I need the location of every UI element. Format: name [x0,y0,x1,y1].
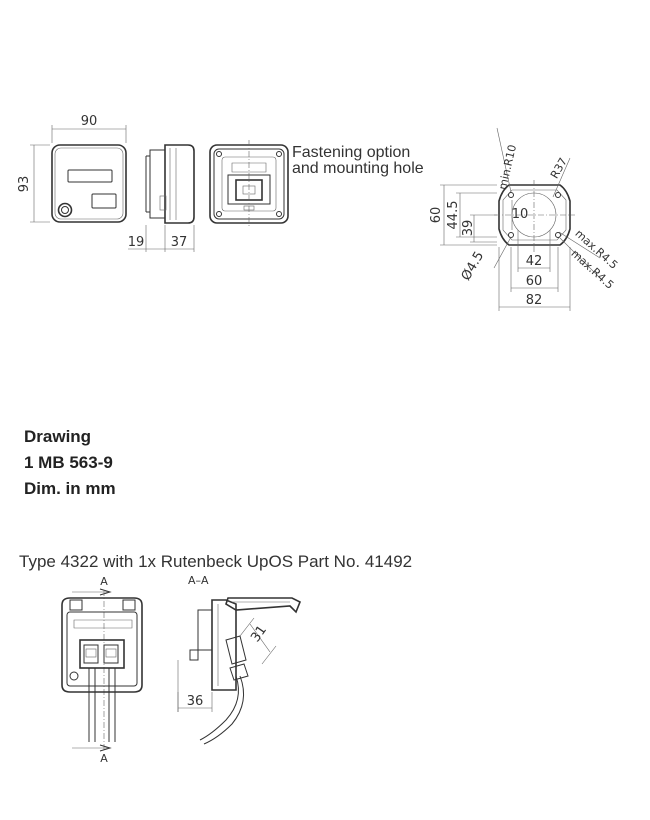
caption-line-units: Dim. in mm [24,479,116,498]
dim-60-horizontal: 60 [526,274,543,289]
dim-39: 39 [461,220,476,237]
drawing-caption: Drawing 1 MB 563-9 Dim. in mm [24,424,116,502]
dim-min-r10: min.R10 [496,143,519,191]
dim-42: 42 [526,254,543,269]
dim-height-label: 93 [17,176,32,193]
dim-depth-b-label: 37 [171,235,188,250]
open-front-view [209,140,289,228]
mounting-title-line1: Fastening option [292,144,410,161]
dim-60-vertical: 60 [429,207,444,224]
caption-line-drawing: Drawing [24,427,92,446]
dim-r37: R37 [548,156,570,181]
mounting-title-line2: and mounting hole [292,160,424,177]
side-view: 19 37 [128,144,195,252]
dim-diameter-4-5: Ø4.5 [459,249,487,283]
bottom-front-view: A A [61,575,143,765]
front-view: 90 93 [17,114,127,223]
dim-width-label: 90 [81,114,98,129]
section-mark-a-bottom: A [100,752,108,765]
dim-10: 10 [512,207,529,222]
dim-44-5: 44.5 [446,201,461,230]
dim-depth-a-label: 19 [128,235,145,250]
dim-36: 36 [187,694,204,709]
type-title: Type 4322 with 1x Rutenbeck UpOS Part No… [19,552,413,571]
section-a-a-view: A–A 31 36 [177,574,302,745]
mounting-hole-drawing: Fastening option and mounting hole min.R… [292,127,620,311]
section-mark-a-top: A [100,575,108,588]
caption-line-number: 1 MB 563-9 [24,453,113,472]
section-label: A–A [188,574,209,587]
dim-82: 82 [526,293,543,308]
